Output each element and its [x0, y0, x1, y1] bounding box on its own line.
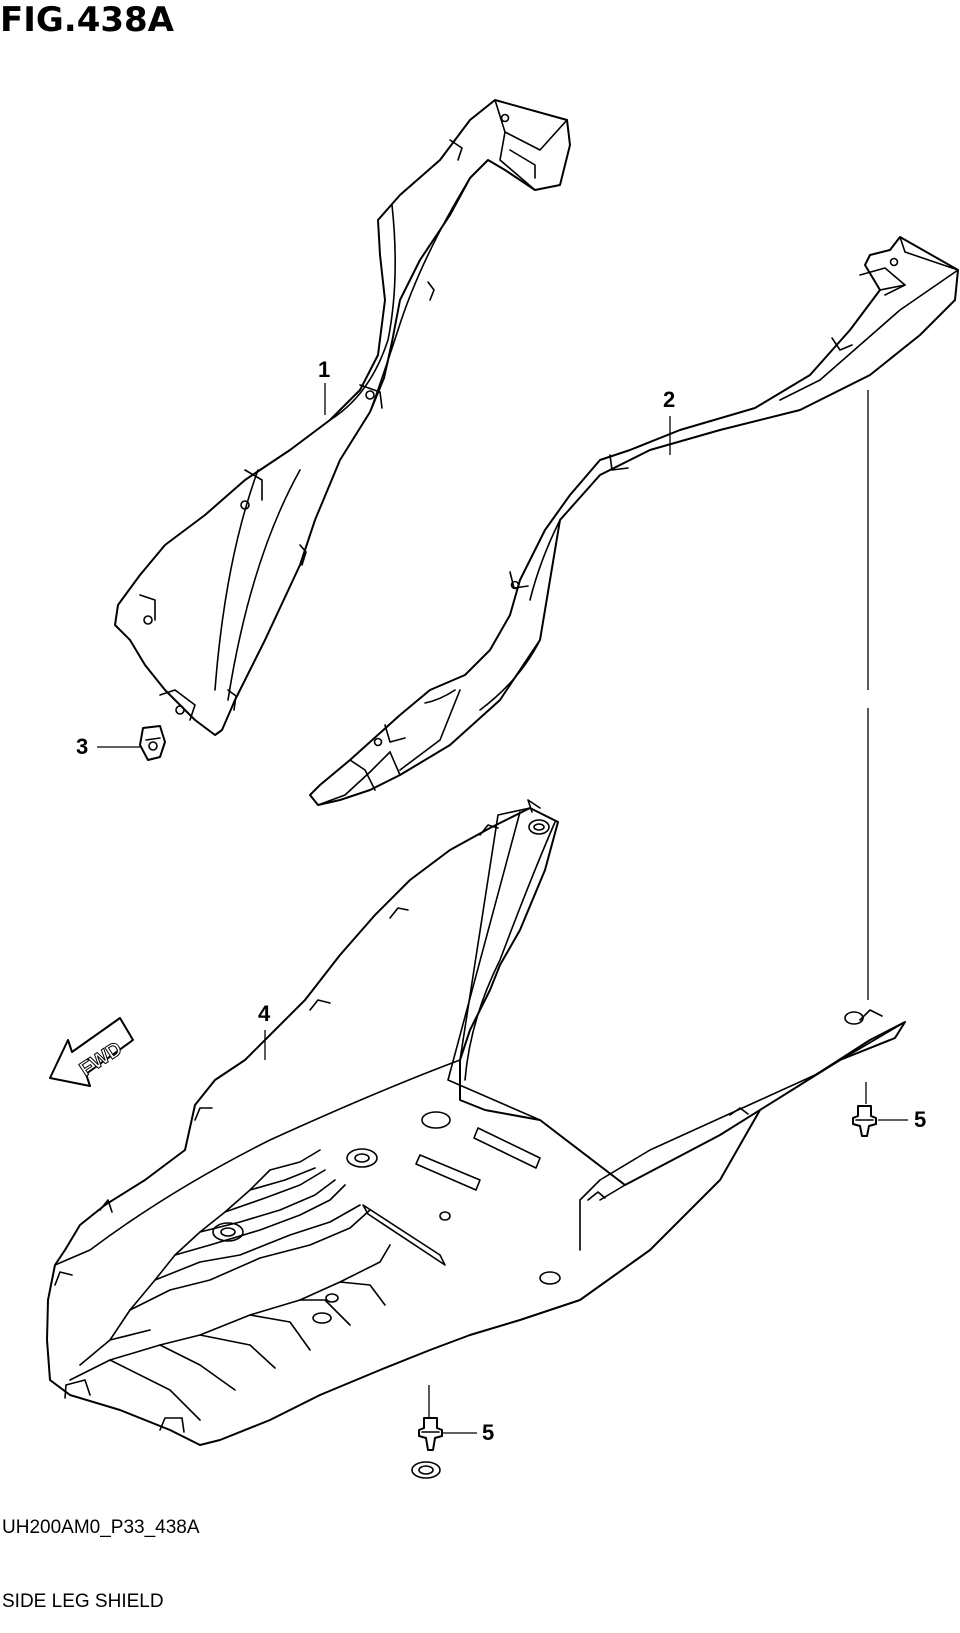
part-1-side-leg-shield-left[interactable] [114, 99, 571, 736]
part-4-floor-panel[interactable] [46, 799, 906, 1479]
drawing-code: UH200AM0_P33_438A [2, 1517, 200, 1538]
callout-part-4: 4 [258, 1001, 271, 1026]
part-2-side-leg-shield-right[interactable] [309, 236, 959, 806]
part-3-clip-nut[interactable] [139, 725, 166, 761]
callout-part-3: 3 [76, 734, 89, 759]
fwd-arrow-icon: FWD [49, 1017, 134, 1087]
part-5-screw-bottom[interactable] [418, 1417, 443, 1451]
figure-title: FIG.438A [0, 0, 174, 40]
callout-part-5-bottom: 5 [482, 1420, 495, 1445]
callout-part-1: 1 [318, 357, 331, 382]
callout-part-2: 2 [663, 387, 676, 412]
part-5-screw-right[interactable] [852, 1105, 877, 1137]
drawing-title: SIDE LEG SHIELD [2, 1591, 164, 1612]
callout-part-5-right: 5 [914, 1107, 927, 1132]
